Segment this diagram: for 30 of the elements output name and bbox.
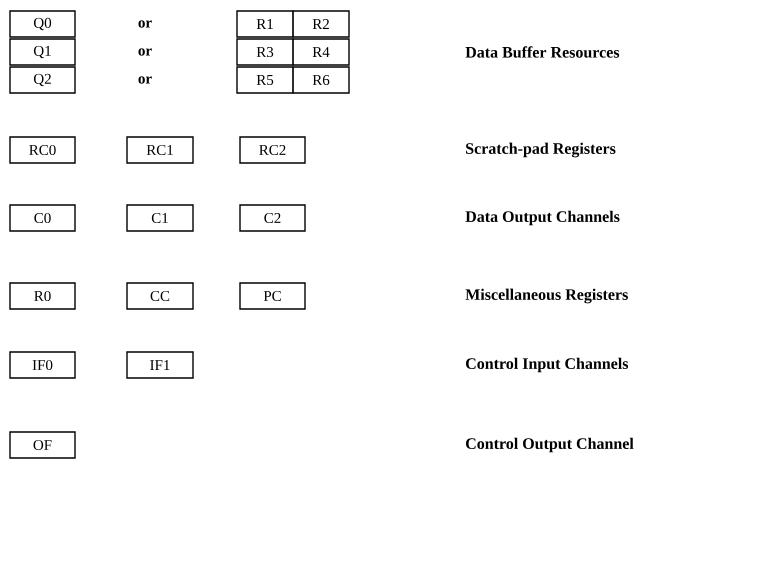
or-label: or: [138, 48, 152, 56]
register-box: R0: [9, 282, 76, 310]
register-box: C1: [126, 204, 194, 232]
or-label: or: [138, 20, 152, 28]
register-box: R3: [236, 38, 294, 66]
group-heading: Data Buffer Resources: [466, 46, 620, 58]
register-box: RC0: [9, 136, 76, 164]
register-box: R2: [292, 10, 350, 38]
register-box: C0: [9, 204, 76, 232]
register-box: R6: [292, 66, 350, 94]
or-label: or: [138, 76, 152, 84]
register-box: Q1: [9, 38, 76, 66]
register-box: Q2: [9, 66, 76, 94]
register-box: C2: [239, 204, 306, 232]
register-box: R5: [236, 66, 294, 94]
register-box: PC: [239, 282, 306, 310]
register-box: RC1: [126, 136, 194, 164]
register-box: RC2: [239, 136, 306, 164]
group-heading: Scratch-pad Registers: [466, 142, 616, 158]
register-box: R4: [292, 38, 350, 66]
group-heading: Control Output Channel: [466, 438, 634, 452]
register-box: IF1: [126, 351, 194, 379]
group-heading: Control Input Channels: [466, 358, 628, 372]
group-heading: Data Output Channels: [466, 210, 620, 226]
register-box: IF0: [9, 351, 76, 379]
register-box: Q0: [9, 10, 76, 38]
group-heading: Miscellaneous Registers: [465, 288, 628, 304]
register-box: CC: [126, 282, 194, 310]
register-box: R1: [236, 10, 294, 38]
register-box: OF: [9, 431, 76, 459]
